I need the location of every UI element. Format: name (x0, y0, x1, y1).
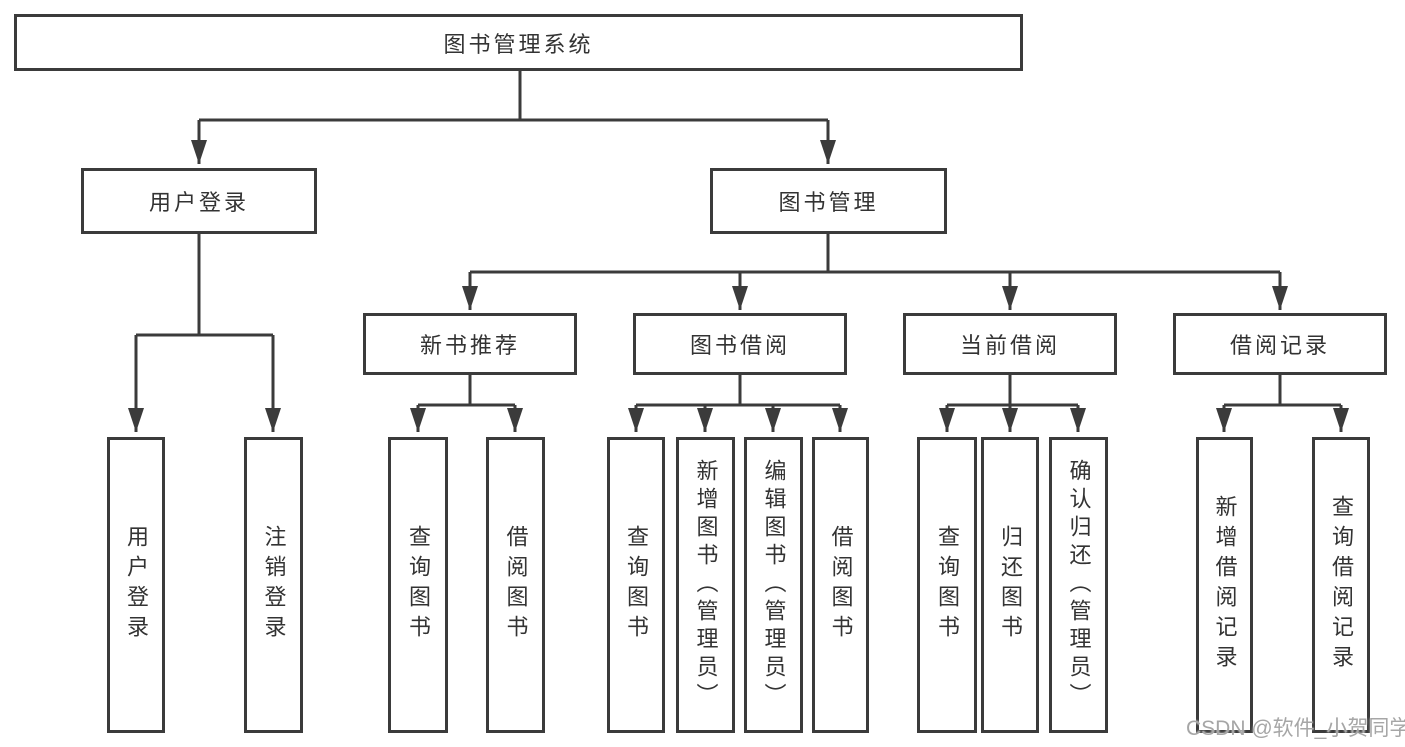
leaf-label: 归还图书 (998, 525, 1023, 645)
leaf-user-login: 用户登录 (107, 437, 165, 733)
leaf-label: 新增图书（管理员） (693, 459, 719, 711)
leaf-query-books-recommend: 查询图书 (388, 437, 448, 733)
leaf-edit-book-admin: 编辑图书（管理员） (744, 437, 803, 733)
leaf-label: 用户登录 (124, 525, 149, 645)
node-new-book-recommend: 新书推荐 (363, 313, 577, 375)
leaf-label: 查询图书 (406, 525, 431, 645)
leaf-label: 注销登录 (261, 525, 287, 645)
leaf-query-books-current: 查询图书 (917, 437, 977, 733)
leaf-label: 查询借阅记录 (1329, 495, 1354, 675)
csdn-watermark: CSDN @软件_小贺同学 (1186, 717, 1405, 740)
node-borrow-records: 借阅记录 (1173, 313, 1387, 375)
leaf-query-books-borrow: 查询图书 (607, 437, 665, 733)
leaf-add-borrow-record: 新增借阅记录 (1196, 437, 1253, 733)
leaf-label: 确认归还（管理员） (1066, 459, 1092, 711)
leaf-return-book: 归还图书 (981, 437, 1039, 733)
node-book-borrow: 图书借阅 (633, 313, 847, 375)
leaf-label: 新增借阅记录 (1212, 495, 1238, 675)
leaf-logout: 注销登录 (244, 437, 303, 733)
node-book-management: 图书管理 (710, 168, 947, 234)
leaf-add-book-admin: 新增图书（管理员） (676, 437, 735, 733)
leaf-label: 查询图书 (624, 525, 649, 645)
leaf-borrow-books-recommend: 借阅图书 (486, 437, 545, 733)
leaf-confirm-return-admin: 确认归还（管理员） (1049, 437, 1108, 733)
leaf-query-borrow-record: 查询借阅记录 (1312, 437, 1370, 733)
leaf-borrow-books: 借阅图书 (812, 437, 869, 733)
leaf-label: 借阅图书 (503, 525, 529, 645)
leaf-label: 编辑图书（管理员） (761, 459, 787, 711)
leaf-label: 查询图书 (935, 525, 960, 645)
leaf-label: 借阅图书 (828, 525, 854, 645)
node-current-borrow: 当前借阅 (903, 313, 1117, 375)
node-root-system: 图书管理系统 (14, 14, 1023, 71)
node-user-login: 用户登录 (81, 168, 317, 234)
